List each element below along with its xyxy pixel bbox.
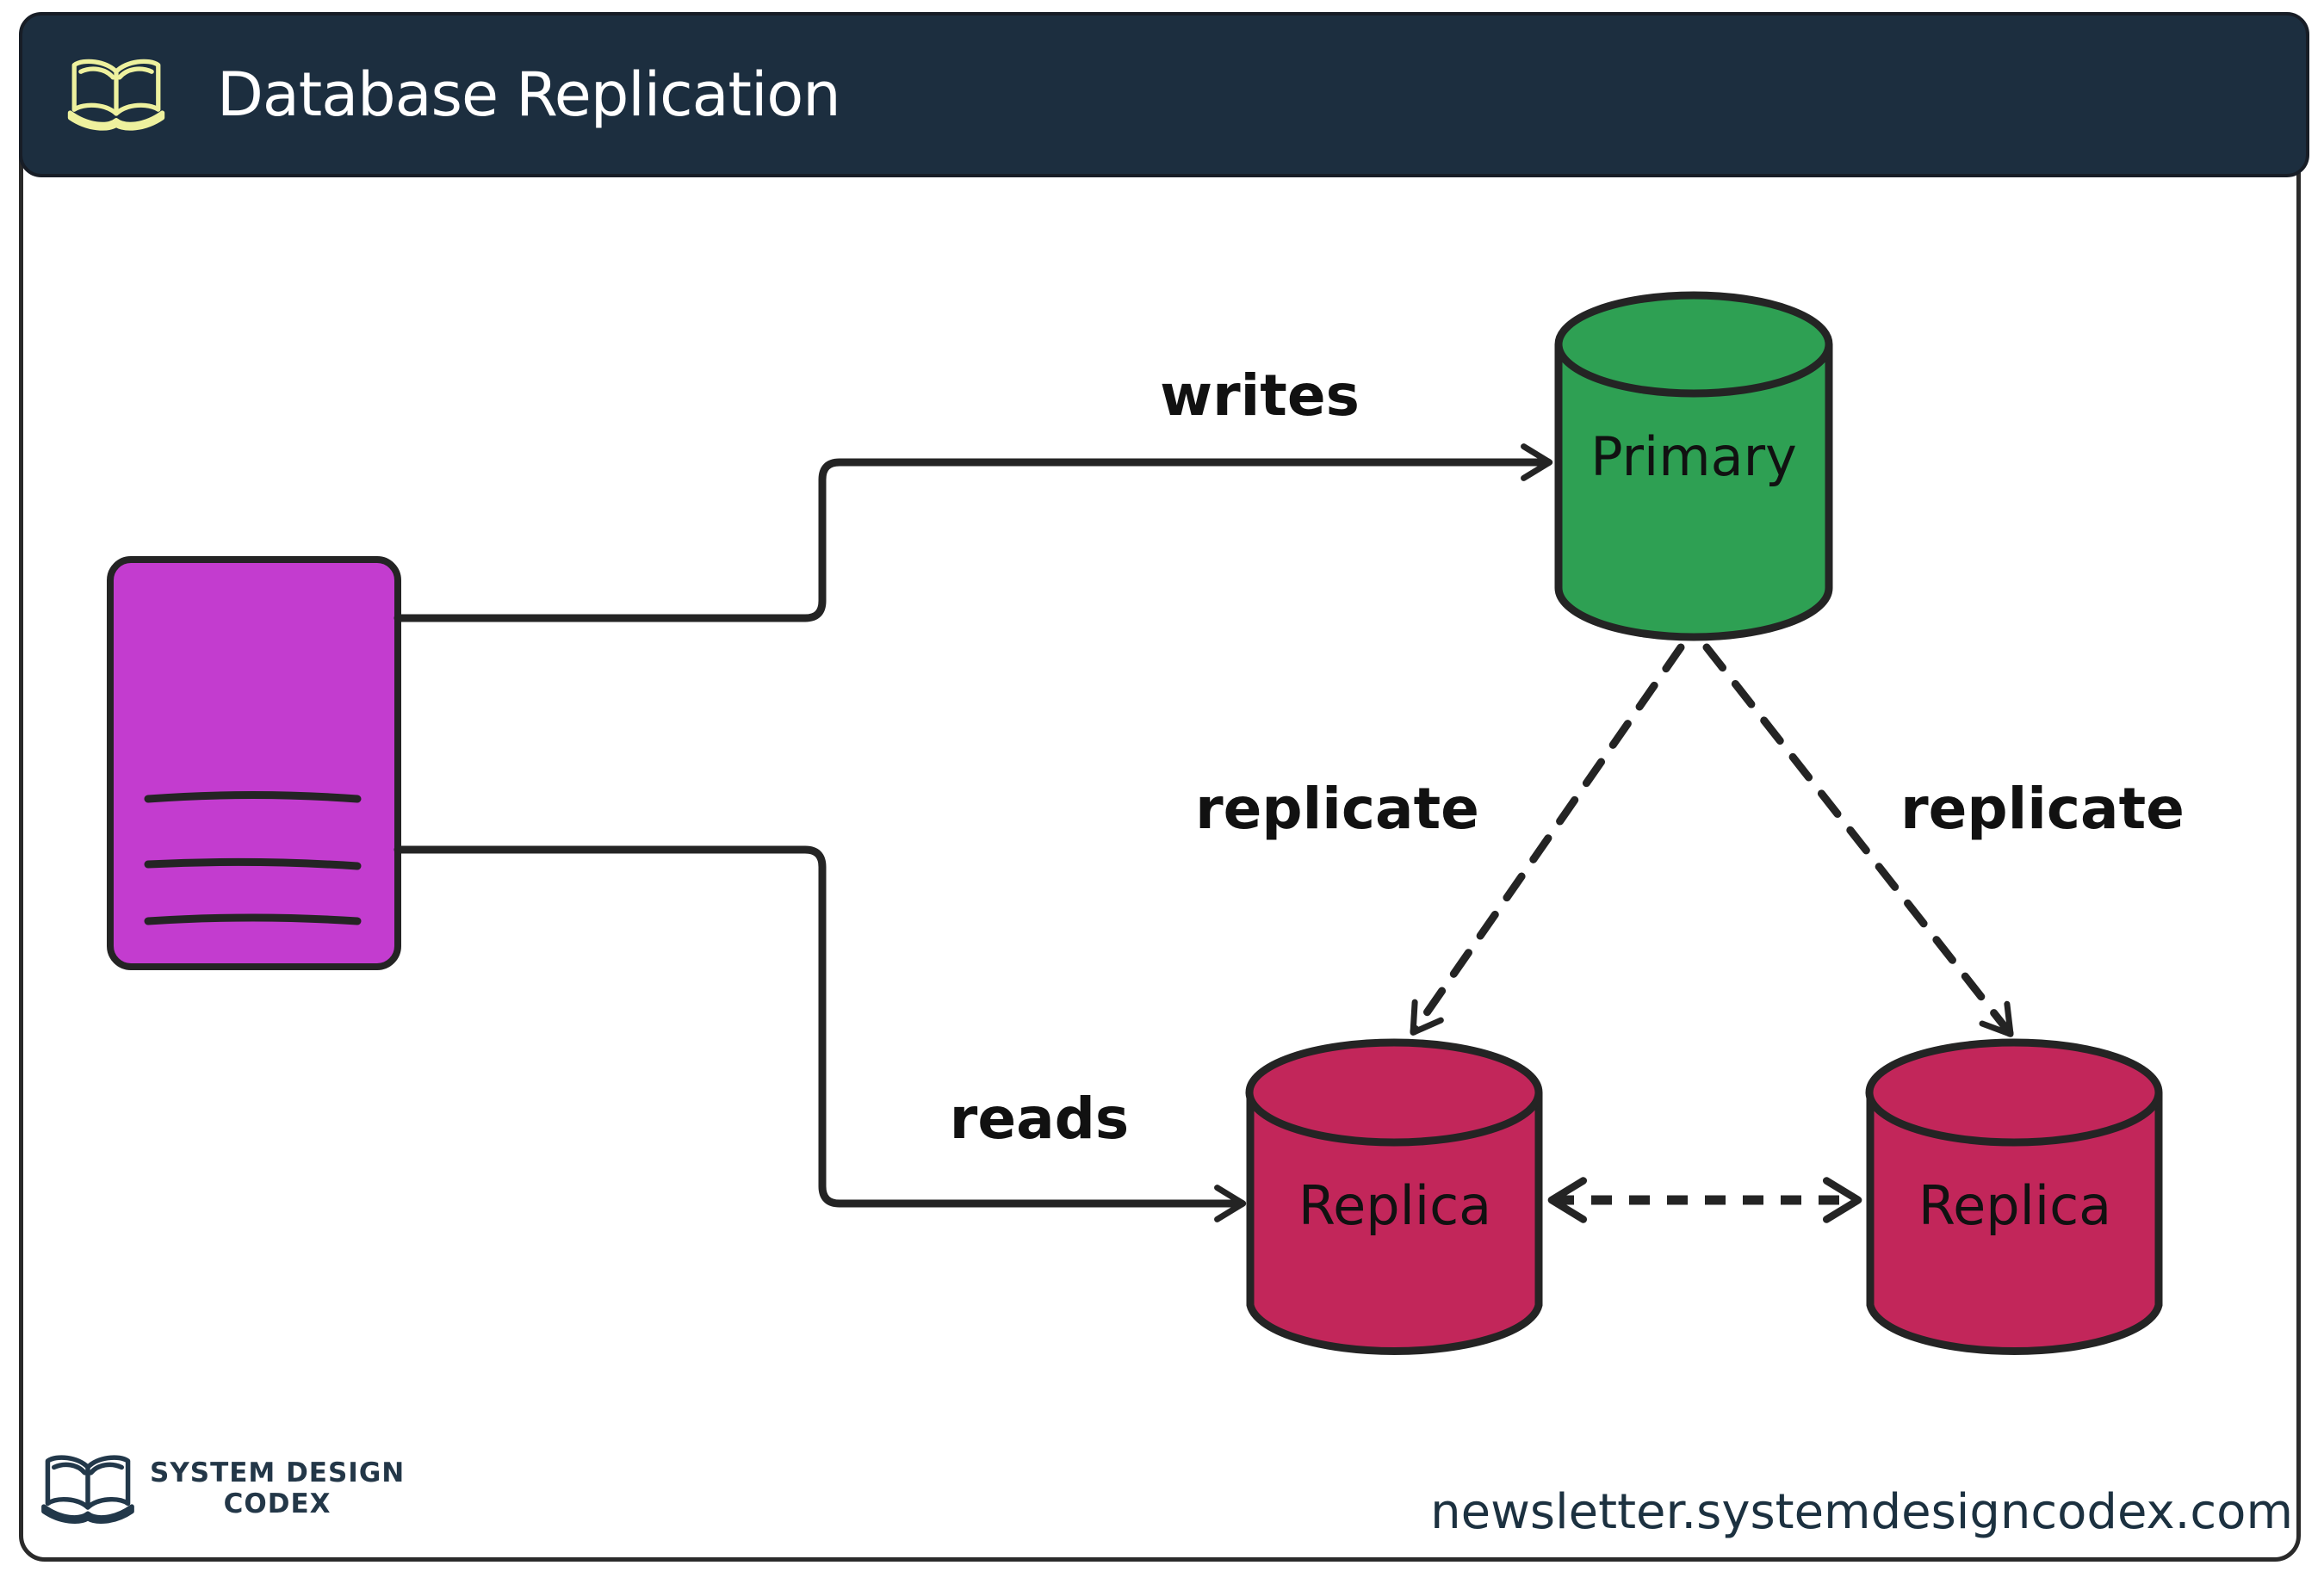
brand-logo-line1: SYSTEM DESIGN [150, 1457, 406, 1489]
writes-edge-label: writes [1160, 362, 1360, 429]
primary-cylinder-top [1554, 291, 1833, 398]
replicate-edge-right [1702, 643, 2014, 1037]
brand-logo: SYSTEM DESIGN CODEX [38, 1453, 405, 1525]
brand-logo-text: SYSTEM DESIGN CODEX [150, 1458, 405, 1519]
primary-cylinder-body [1554, 344, 1833, 641]
reads-edge-label: reads [950, 1086, 1129, 1152]
document-line-3 [144, 913, 362, 925]
replica-left-db-cylinder: Replica [1245, 1038, 1543, 1355]
replica-left-cylinder-body [1246, 1092, 1543, 1355]
replica-right-cylinder-body [1866, 1092, 2163, 1355]
client-box-shape [107, 556, 401, 970]
client-document-box [107, 556, 401, 970]
open-book-icon [41, 1455, 134, 1524]
replica-right-db-cylinder: Replica [1865, 1038, 2163, 1355]
primary-label: Primary [1590, 425, 1797, 488]
primary-db-cylinder: Primary [1554, 291, 1833, 641]
newsletter-url: newsletter.systemdesigncodex.com [1430, 1484, 2293, 1540]
replica-right-label: Replica [1918, 1174, 2111, 1237]
replica-left-label: Replica [1298, 1174, 1491, 1237]
document-line-2 [144, 857, 362, 870]
header-bar: Database Replication [19, 12, 2309, 177]
replicate-edge-left [1410, 643, 1685, 1036]
replicate-right-label: replicate [1900, 776, 2185, 842]
open-book-icon [67, 59, 165, 131]
replicate-left-label: replicate [1195, 776, 1479, 842]
replica-left-cylinder-top [1245, 1038, 1543, 1147]
brand-logo-line2: CODEX [223, 1488, 332, 1519]
replica-right-cylinder-top [1865, 1038, 2163, 1147]
writes-edge [394, 443, 1553, 622]
reads-edge [394, 845, 1247, 1222]
page-title: Database Replication [217, 59, 841, 130]
document-line-1 [144, 791, 362, 803]
